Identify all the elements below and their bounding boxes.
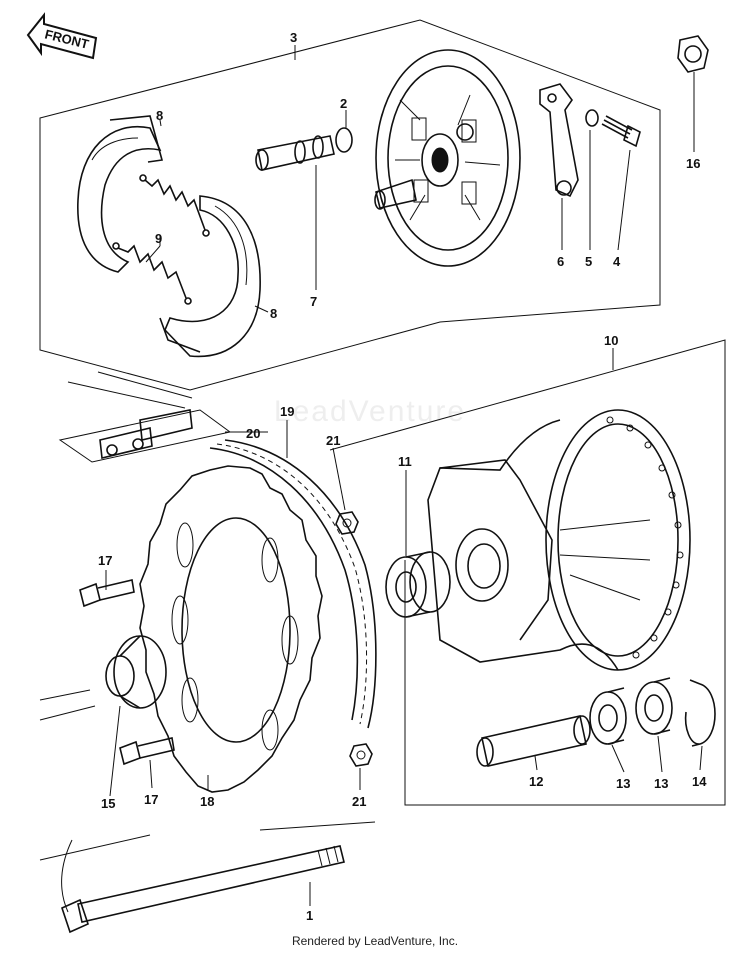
hub-assembly-outline <box>329 339 726 806</box>
chain-master-link <box>58 409 232 463</box>
footer-credit: Rendered by LeadVenture, Inc. <box>291 934 459 948</box>
wheel-hub <box>427 409 691 671</box>
callout-13-left: 13 <box>616 776 630 791</box>
brake-spring-upper <box>139 174 210 237</box>
callout-4: 4 <box>613 254 621 269</box>
callout-17-upper: 17 <box>98 553 112 568</box>
hub-spoke-holes <box>606 416 684 659</box>
callout-11: 11 <box>398 454 412 469</box>
callout-8-upper: 8 <box>156 108 163 123</box>
sprocket-bolt-upper <box>79 579 135 608</box>
guide-lines <box>39 371 193 721</box>
brake-assembly-outline <box>39 19 661 391</box>
callout-8-lower: 8 <box>270 306 277 321</box>
front-arrow: FRONT <box>26 12 98 60</box>
lever-bolt <box>601 115 641 148</box>
callout-16: 16 <box>686 156 700 171</box>
washer <box>585 109 599 127</box>
o-ring <box>335 127 353 153</box>
circlip <box>684 679 716 747</box>
callout-12: 12 <box>529 774 543 789</box>
bearing-13-left <box>589 687 627 745</box>
callout-6: 6 <box>557 254 564 269</box>
watermark-text: LeadVenture <box>273 395 467 428</box>
callout-13-right: 13 <box>654 776 668 791</box>
callout-7: 7 <box>310 294 317 309</box>
drive-chain <box>209 439 377 729</box>
callout-21-lower: 21 <box>352 794 366 809</box>
callout-21-upper: 21 <box>326 433 340 448</box>
callout-17-lower: 17 <box>144 792 158 807</box>
callout-3: 3 <box>290 30 297 45</box>
brake-spring-lower <box>112 242 192 305</box>
callout-9: 9 <box>155 231 162 246</box>
bearing-11 <box>385 551 451 618</box>
rear-axle <box>39 821 376 934</box>
callout-19: 19 <box>280 404 294 419</box>
callout-15: 15 <box>101 796 115 811</box>
callout-18: 18 <box>200 794 214 809</box>
sprocket-nut-upper <box>335 511 359 535</box>
sprocket-bolt-lower <box>119 737 175 766</box>
callout-20: 20 <box>246 426 260 441</box>
callout-leader-lines <box>105 45 703 906</box>
callout-1: 1 <box>306 908 313 923</box>
callout-14: 14 <box>692 774 707 789</box>
callout-2: 2 <box>340 96 347 111</box>
axle-nut-16 <box>677 35 709 73</box>
bearing-13-right <box>635 677 673 735</box>
brake-shoe-upper <box>77 115 164 273</box>
brake-camshaft <box>255 135 335 171</box>
brake-panel <box>374 49 521 267</box>
callout-10: 10 <box>604 333 618 348</box>
brake-shoe-lower <box>159 195 261 358</box>
rear-sprocket <box>139 465 323 793</box>
axle-collar <box>105 635 167 709</box>
sprocket-nut-lower <box>349 743 373 767</box>
axle-spacer <box>476 715 591 767</box>
brake-lever <box>539 83 579 198</box>
callout-5: 5 <box>585 254 592 269</box>
